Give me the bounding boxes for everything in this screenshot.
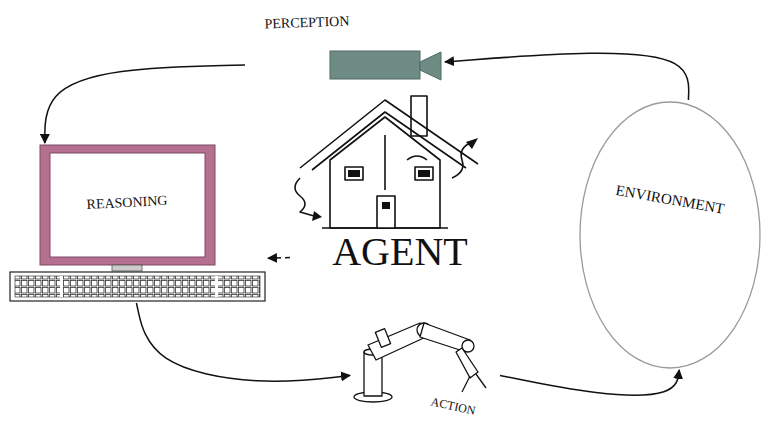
- computer-node: REASONING: [10, 143, 268, 303]
- camera-icon: [330, 51, 441, 80]
- computer-monitor: [40, 145, 215, 271]
- node-label: ACTION: [429, 396, 476, 419]
- text-holder: ACTION: [429, 396, 476, 419]
- sensor-node: PERCEPTION: [245, 8, 445, 84]
- node-label: ENVIRONMENT: [614, 182, 725, 218]
- house-icon: [295, 96, 478, 228]
- actuator-node: ACTION: [350, 315, 500, 421]
- text-holder: REASONING: [86, 193, 168, 213]
- robot-arm: [354, 323, 486, 402]
- text-holder: ENVIRONMENT: [614, 182, 725, 218]
- node-label: PERCEPTION: [264, 13, 349, 32]
- flow-arrow: [445, 53, 689, 100]
- ellipse-outline: [580, 102, 760, 368]
- node-label: AGENT: [332, 229, 468, 275]
- text-holder: PERCEPTION: [264, 13, 349, 32]
- agent-node: AGENT: [290, 92, 485, 278]
- node-label: REASONING: [86, 193, 168, 213]
- flow-arrow: [136, 303, 350, 381]
- flow-arrow: [500, 370, 679, 395]
- flow-arrow: [268, 257, 290, 259]
- text-holder: AGENT: [332, 229, 468, 275]
- environment-ellipse: ENVIRONMENT: [578, 100, 762, 370]
- flow-arrow: [45, 65, 245, 143]
- keyboard: [10, 272, 265, 301]
- environment-outline: [578, 100, 762, 370]
